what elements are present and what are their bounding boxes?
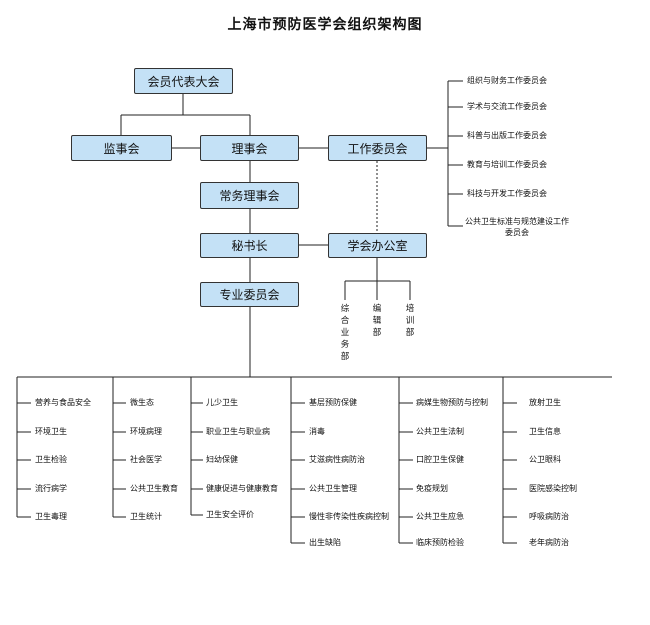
specialty-item: 艾滋病性病防治 <box>309 455 365 464</box>
specialty-item: 基层预防保健 <box>309 398 357 407</box>
office-dept-training: 培训部 <box>405 304 415 338</box>
specialty-item: 医院感染控制 <box>529 484 577 493</box>
standing-council-box: 常务理事会 <box>200 182 299 209</box>
page-title: 上海市预防医学会组织架构图 <box>227 17 423 33</box>
specialty-item: 环境病理 <box>130 427 162 436</box>
specialty-item: 卫生毒理 <box>35 512 67 521</box>
specialty-item: 放射卫生 <box>529 398 561 407</box>
specialty-item: 流行病学 <box>35 484 67 493</box>
specialty-item: 卫生统计 <box>130 512 162 521</box>
specialty-item: 妇幼保健 <box>206 455 238 464</box>
work-committee-item: 科技与开发工作委员会 <box>467 189 547 198</box>
specialty-item: 社会医学 <box>130 455 162 464</box>
specialty-committee-box: 专业委员会 <box>200 282 299 307</box>
specialty-item: 卫生信息 <box>529 427 561 436</box>
secretary-general-box: 秘书长 <box>200 233 299 258</box>
congress-box: 会员代表大会 <box>134 68 233 94</box>
council-box: 理事会 <box>200 135 299 161</box>
specialty-item: 慢性非传染性疾病控制 <box>309 512 389 521</box>
work-committee-item: 公共卫生标准与规范建设工作委员会 <box>465 217 569 237</box>
office-box: 学会办公室 <box>328 233 427 258</box>
specialty-item: 公共卫生应急 <box>416 512 464 521</box>
specialty-item: 公共卫生管理 <box>309 484 357 493</box>
specialty-item: 消毒 <box>309 427 325 436</box>
specialty-item: 公卫眼科 <box>529 455 561 464</box>
specialty-item: 病媒生物预防与控制 <box>416 398 488 407</box>
specialty-item: 免疫规划 <box>416 484 448 493</box>
specialty-item: 健康促进与健康教育 <box>206 484 278 493</box>
office-dept-general: 综合业务部 <box>340 304 350 362</box>
specialty-item: 卫生检验 <box>35 455 67 464</box>
specialty-item: 老年病防治 <box>529 538 569 547</box>
work-committee-item: 科普与出版工作委员会 <box>467 131 547 140</box>
specialty-item: 卫生安全评价 <box>206 510 254 519</box>
specialty-item: 呼吸病防治 <box>529 512 569 521</box>
work-committee-box: 工作委员会 <box>328 135 427 161</box>
supervisors-box: 监事会 <box>71 135 172 161</box>
specialty-item: 临床预防检验 <box>416 538 464 547</box>
office-dept-editorial: 编辑部 <box>372 304 382 338</box>
specialty-item: 环境卫生 <box>35 427 67 436</box>
specialty-item: 口腔卫生保健 <box>416 455 464 464</box>
work-committee-item: 组织与财务工作委员会 <box>467 76 547 85</box>
specialty-item: 出生缺陷 <box>309 538 341 547</box>
specialty-item: 儿少卫生 <box>206 398 238 407</box>
specialty-item: 职业卫生与职业病 <box>206 427 270 436</box>
work-committee-item: 教育与培训工作委员会 <box>467 160 547 169</box>
specialty-item: 公共卫生法制 <box>416 427 464 436</box>
specialty-item: 营养与食品安全 <box>35 398 91 407</box>
specialty-item: 公共卫生教育 <box>130 484 178 493</box>
specialty-item: 微生态 <box>130 398 154 407</box>
work-committee-item: 学术与交流工作委员会 <box>467 102 547 111</box>
